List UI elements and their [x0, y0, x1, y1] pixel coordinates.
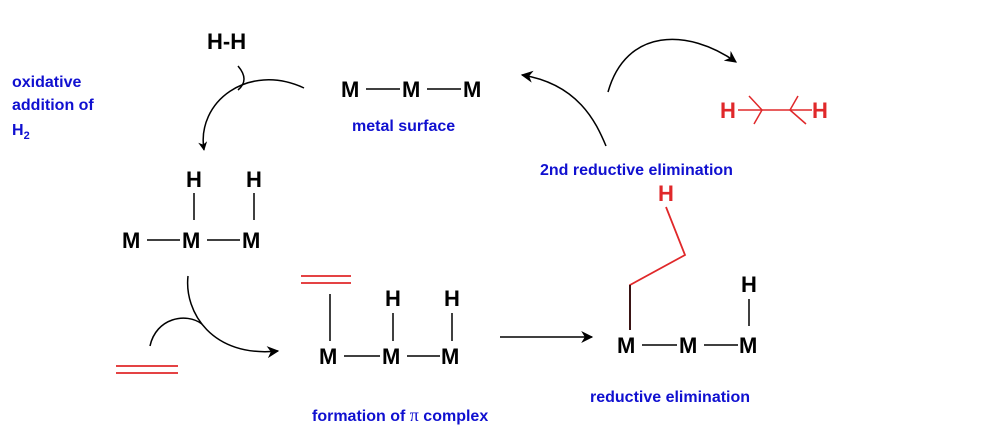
bond	[748, 95, 763, 111]
atom-m: M	[463, 77, 481, 102]
atom-m: M	[382, 344, 400, 369]
label-second-reductive-elimination: 2nd reductive elimination	[540, 162, 733, 179]
atom-h: H	[812, 98, 828, 123]
ethyl-chain	[629, 206, 687, 330]
bond	[789, 109, 807, 125]
label-formation-of: formation of	[312, 408, 410, 425]
hh-molecule: H-H	[207, 29, 246, 54]
atom-m: M	[341, 77, 359, 102]
atom-h: H	[246, 167, 262, 192]
atom-h: H	[720, 98, 736, 123]
ethylene-arrow-tail	[149, 317, 203, 347]
label-metal-surface: metal surface	[352, 118, 455, 135]
atom-h: H	[444, 286, 460, 311]
label-h2-sub: 2	[24, 130, 30, 142]
label-h2-base: H	[12, 122, 24, 139]
pi-complex-formation-arrow	[186, 275, 280, 359]
atom-h: H	[741, 272, 757, 297]
return-arrow	[520, 70, 607, 147]
label-oxidative: oxidative	[12, 74, 81, 91]
label-h2: H2	[12, 122, 30, 142]
atom-m: M	[617, 333, 635, 358]
label-pi-symbol: π	[410, 405, 419, 425]
ethane-product: H H	[720, 95, 828, 125]
hh-arrow-tail	[237, 65, 245, 91]
ethane-release-arrow	[607, 38, 737, 93]
alkyl-hydride-group: H H M M M	[617, 181, 757, 358]
atom-m: M	[739, 333, 757, 358]
atom-h: H	[658, 181, 674, 206]
atom-m: M	[182, 228, 200, 253]
atom-h: H	[385, 286, 401, 311]
ethylene-reactant	[116, 365, 178, 374]
label-complex: complex	[419, 408, 488, 425]
atom-m: M	[679, 333, 697, 358]
oxidative-addition-arrow	[198, 79, 305, 151]
bond	[789, 95, 799, 111]
atom-h: H	[186, 167, 202, 192]
label-formation-pi-complex: formation of π complex	[312, 405, 488, 425]
atom-m: M	[441, 344, 459, 369]
atom-m: M	[122, 228, 140, 253]
atom-m: M	[319, 344, 337, 369]
label-reductive-elimination: reductive elimination	[590, 389, 750, 406]
bond	[753, 109, 763, 125]
label-addition-of: addition of	[12, 97, 94, 114]
metal-surface-group: M M M	[341, 77, 481, 102]
atom-m: M	[402, 77, 420, 102]
dihydride-surface-group: H H M M M	[122, 167, 262, 253]
pi-complex-group: H H M M M	[301, 275, 460, 369]
atom-m: M	[242, 228, 260, 253]
